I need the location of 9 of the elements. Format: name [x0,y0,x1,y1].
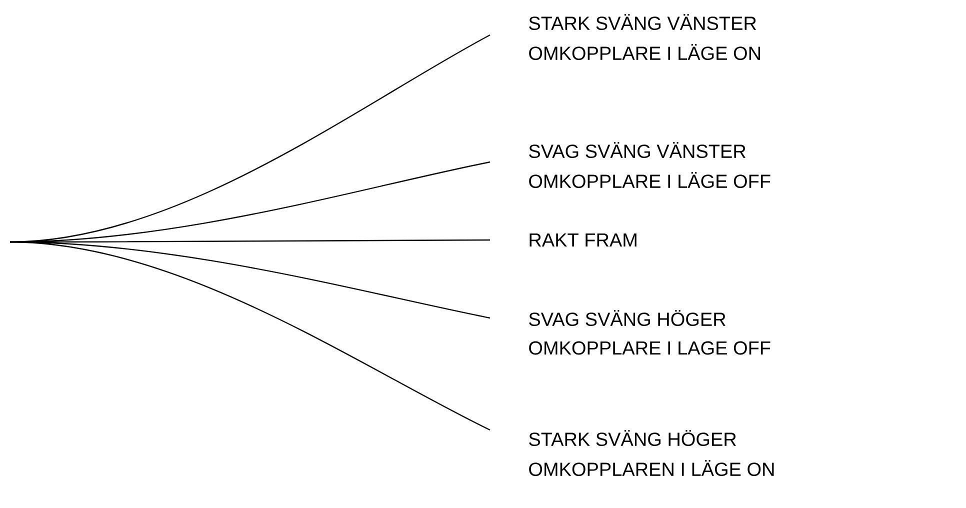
label: SVAG SVÄNG VÄNSTER [529,142,746,158]
label: STARK SVÄNG VÄNSTER [529,14,756,30]
label: STARK SVÄNG HÖGER [529,430,736,446]
label: OMKOPPLAREN I LÄGE ON [529,460,774,476]
label: OMKOPPLARE I LÄGE ON [529,44,760,60]
label: OMKOPPLARE I LÄGE OFF [529,172,770,188]
label: SVAG SVÄNG HÖGER [529,310,726,326]
label: RAKT FRAM [530,233,636,247]
label: OMKOPPLARE I LAGE OFF [529,341,770,355]
